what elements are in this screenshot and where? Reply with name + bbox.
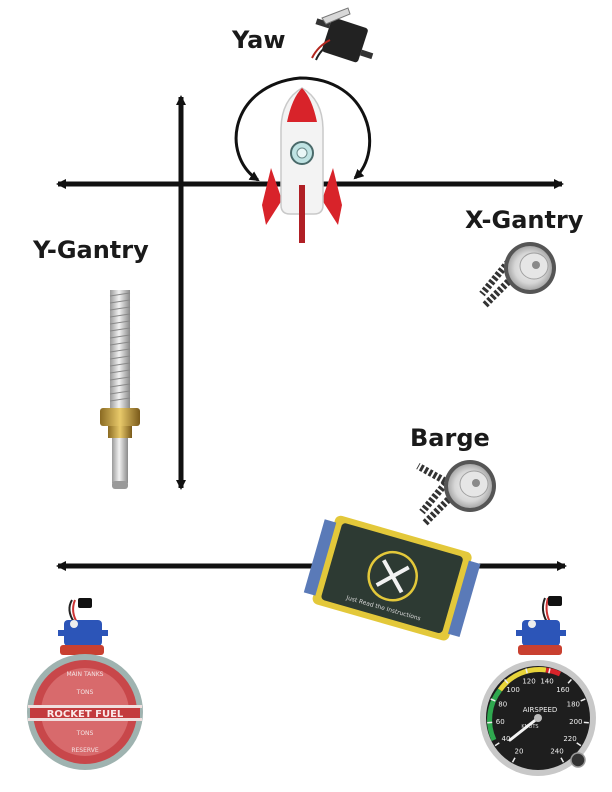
rocket-icon bbox=[262, 88, 342, 243]
fuel-band-text: ROCKET FUEL bbox=[47, 709, 124, 720]
barge-label: Barge bbox=[410, 424, 490, 452]
airspeed-tick-200: 200 bbox=[569, 718, 582, 726]
airspeed-tick-80: 80 bbox=[498, 700, 507, 708]
airspeed-tick-180: 180 bbox=[567, 700, 580, 708]
airspeed-tick-20: 20 bbox=[515, 747, 524, 755]
airspeed-tick-100: 100 bbox=[506, 686, 519, 694]
airspeed-tick-60: 60 bbox=[496, 718, 505, 726]
yaw-servo-icon bbox=[312, 8, 373, 63]
yaw-label: Yaw bbox=[232, 26, 286, 54]
airspeed-tick-240: 240 bbox=[550, 747, 563, 755]
fuel-tons-top: TONS bbox=[76, 689, 94, 696]
barge-pulley-icon bbox=[418, 460, 496, 524]
rocket-fuel-gauge: MAIN TANKS TONS ROCKET FUEL TONS RESERVE bbox=[27, 654, 143, 770]
barge-platform: Just Read the Instructions bbox=[302, 512, 483, 645]
x-gantry-pulley-icon bbox=[482, 242, 556, 306]
airspeed-tick-140: 140 bbox=[540, 678, 553, 686]
x-gantry-label: X-Gantry bbox=[465, 206, 583, 234]
fuel-tons-bottom: TONS bbox=[76, 730, 94, 737]
fuel-bottom-text: RESERVE bbox=[71, 747, 99, 754]
lead-screw-icon bbox=[100, 290, 140, 489]
airspeed-tick-220: 220 bbox=[563, 735, 576, 743]
fuel-top-text: MAIN TANKS bbox=[67, 671, 104, 678]
airspeed-gauge: 20406080100120140160180200220240 AIRSPEE… bbox=[480, 660, 596, 776]
airspeed-tick-120: 120 bbox=[522, 678, 535, 686]
left-servo-icon bbox=[58, 598, 108, 655]
right-servo-icon bbox=[516, 596, 566, 655]
airspeed-label: AIRSPEED bbox=[523, 706, 558, 714]
airspeed-tick-160: 160 bbox=[556, 686, 569, 694]
y-gantry-label: Y-Gantry bbox=[33, 236, 149, 264]
